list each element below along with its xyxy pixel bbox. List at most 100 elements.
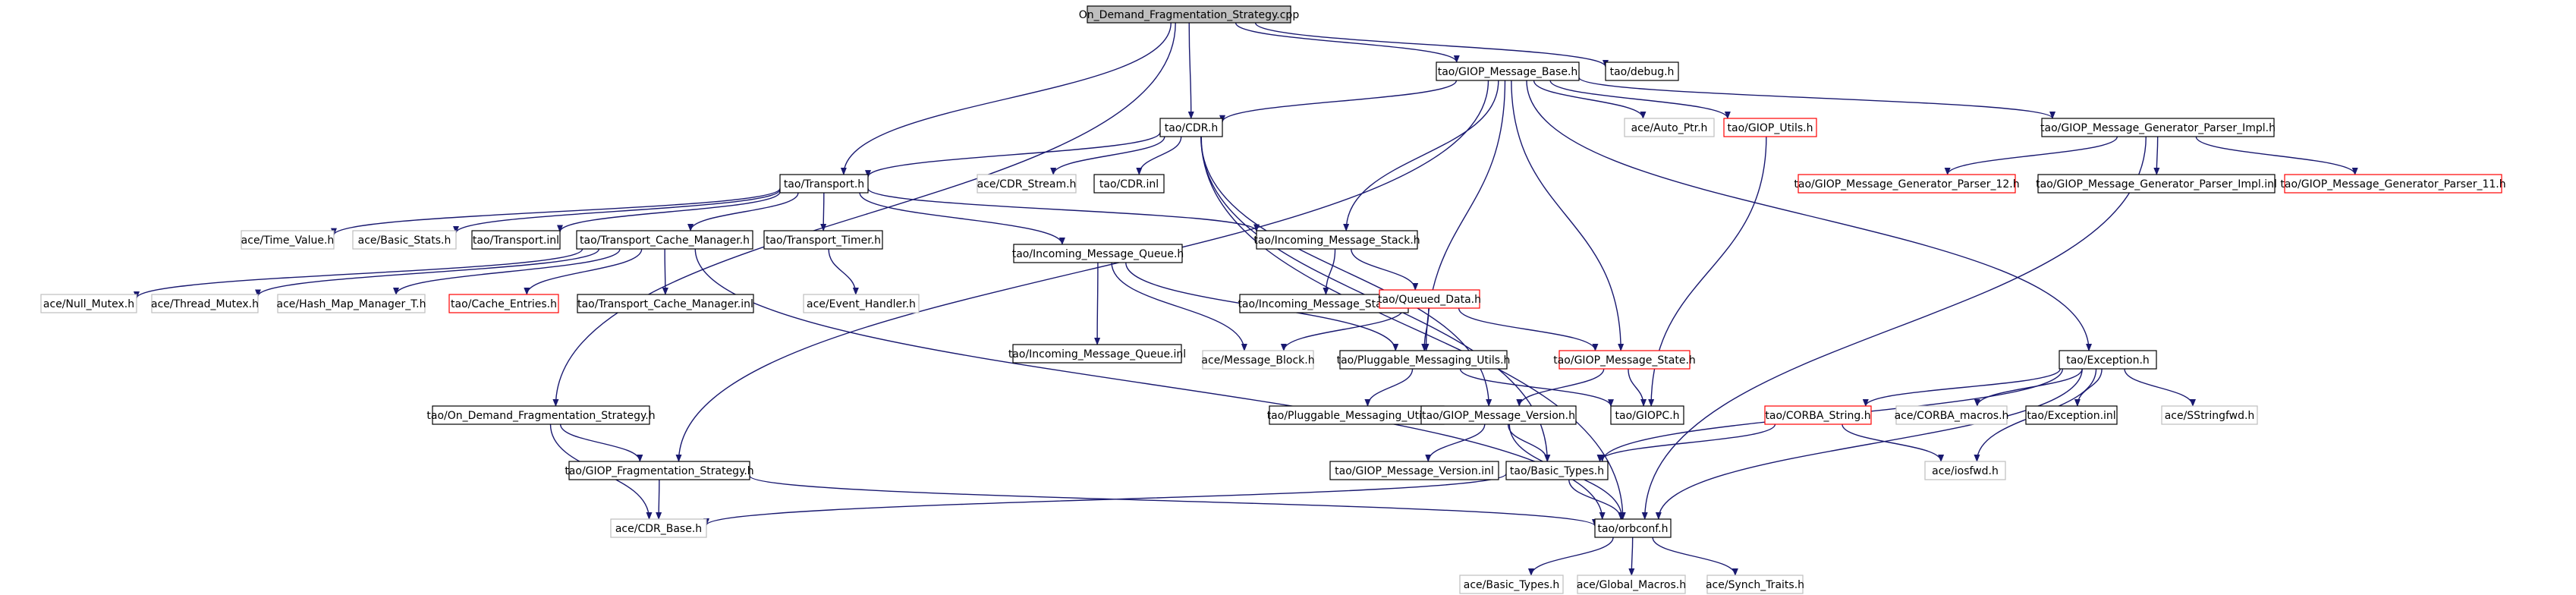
node-box-globalmacros [1577, 575, 1686, 594]
node-cdrbase[interactable]: ace/CDR_Base.h [610, 518, 707, 538]
node-gms[interactable]: tao/GIOP_Message_State.h [1553, 350, 1696, 370]
node-label-imqinl: tao/Incoming_Message_Queue.inl [1008, 348, 1186, 360]
edge-orbconf-to-synchtraits [1652, 537, 1738, 576]
node-gmgp11[interactable]: tao/GIOP_Message_Generator_Parser_11.h [2280, 174, 2506, 194]
node-imqinl[interactable]: tao/Incoming_Message_Queue.inl [1008, 344, 1186, 364]
node-ttimer[interactable]: tao/Transport_Timer.h [763, 230, 883, 250]
node-exception[interactable]: tao/Exception.h [2059, 350, 2157, 370]
node-ims[interactable]: tao/Incoming_Message_Stack.h [1253, 230, 1420, 250]
edge-exception-to-sstringfwd [2124, 368, 2196, 407]
node-label-transport: tao/Transport.h [784, 178, 864, 190]
node-synchtraits[interactable]: ace/Synch_Traits.h [1706, 575, 1804, 594]
node-label-nullmutex: ace/Null_Mutex.h [43, 298, 134, 310]
node-globalmacros[interactable]: ace/Global_Macros.h [1577, 575, 1686, 594]
node-label-cdrbase: ace/CDR_Base.h [615, 523, 702, 535]
edge-exception-to-excinl [2074, 368, 2103, 407]
node-box-debug [1605, 61, 1679, 81]
node-label-gutils: tao/GIOP_Utils.h [1728, 122, 1813, 134]
node-label-cdrinl: tao/CDR.inl [1099, 178, 1159, 190]
edge-transport-to-ttimer [820, 192, 827, 231]
node-label-gms: tao/GIOP_Message_State.h [1553, 354, 1696, 367]
node-tcminl[interactable]: tao/Transport_Cache_Manager.inl [577, 294, 754, 313]
node-odfs[interactable]: tao/On_Demand_Fragmentation_Strategy.h [426, 405, 656, 425]
node-box-gmgp11 [2284, 174, 2502, 194]
node-cdrinl[interactable]: tao/CDR.inl [1093, 174, 1165, 194]
node-excinl[interactable]: tao/Exception.inl [2025, 405, 2118, 425]
node-label-gmgp11: tao/GIOP_Message_Generator_Parser_11.h [2280, 178, 2505, 190]
edge-transport-to-ims [867, 187, 1260, 232]
node-basictypes[interactable]: tao/Basic_Types.h [1505, 461, 1609, 480]
edge-transport-to-imq [859, 192, 1065, 245]
node-box-ttimer [763, 230, 883, 250]
node-box-gmgp12 [1798, 174, 2016, 194]
node-label-threadmutex: ace/Thread_Mutex.h [151, 298, 259, 310]
node-corbastring[interactable]: tao/CORBA_String.h [1764, 405, 1872, 425]
edge-gmb-to-cdr [1219, 80, 1458, 123]
node-queued[interactable]: tao/Queued_Data.h [1378, 289, 1481, 309]
edge-gmv-to-gmvinl [1425, 423, 1486, 462]
node-threadmutex[interactable]: ace/Thread_Mutex.h [151, 294, 259, 313]
node-cdr[interactable]: tao/CDR.h [1159, 118, 1223, 137]
node-box-tcm [576, 230, 753, 250]
node-gmgpiinl[interactable]: tao/GIOP_Message_Generator_Parser_Impl.i… [2036, 174, 2277, 194]
node-corbamacros[interactable]: ace/CORBA_macros.h [1895, 405, 2009, 425]
node-box-excinl [2025, 405, 2118, 425]
node-box-imq [1013, 244, 1183, 263]
edge-root-to-debug [1254, 22, 1609, 68]
node-label-basicstats: ace/Basic_Stats.h [358, 235, 451, 247]
node-acebasictypes[interactable]: ace/Basic_Types.h [1459, 575, 1564, 594]
edge-transport-to-tcm [687, 192, 799, 231]
node-transport[interactable]: tao/Transport.h [779, 174, 869, 194]
node-box-exception [2059, 350, 2157, 370]
node-gmvinl[interactable]: tao/GIOP_Message_Version.inl [1329, 461, 1499, 480]
node-eventhandler[interactable]: ace/Event_Handler.h [803, 294, 920, 313]
node-gmb[interactable]: tao/GIOP_Message_Base.h [1436, 61, 1580, 81]
node-msgblock[interactable]: ace/Message_Block.h [1201, 350, 1315, 370]
edge-queued-to-gms [1458, 307, 1599, 351]
node-cacheentries[interactable]: tao/Cache_Entries.h [448, 294, 559, 313]
node-iosfwd[interactable]: ace/iosfwd.h [1924, 461, 2006, 480]
node-giopc[interactable]: tao/GIOPC.h [1610, 405, 1684, 425]
node-timevalue[interactable]: ace/Time_Value.h [241, 230, 335, 250]
edge-root-to-odfs [552, 22, 1176, 407]
node-autoptr[interactable]: ace/Auto_Ptr.h [1624, 118, 1715, 137]
edge-gfs-to-orbconf [749, 475, 1598, 527]
node-label-tcminl: tao/Transport_Cache_Manager.inl [577, 298, 753, 310]
edge-odfs-to-gfs [559, 423, 643, 462]
edge-exception-to-orbconf [1655, 368, 2083, 520]
edge-gmb-to-pmu [1423, 80, 1506, 351]
node-sstringfwd[interactable]: ace/SStringfwd.h [2161, 405, 2258, 425]
node-gmgp12[interactable]: tao/GIOP_Message_Generator_Parser_12.h [1794, 174, 2020, 194]
node-root[interactable]: On_Demand_Fragmentation_Strategy.cpp [1079, 5, 1300, 24]
node-gfs[interactable]: tao/GIOP_Fragmentation_Strategy.h [565, 461, 754, 480]
node-gmgpi[interactable]: tao/GIOP_Message_Generator_Parser_Impl.h [2040, 118, 2276, 137]
edge-orbconf-to-globalmacros [1628, 537, 1635, 576]
edge-cdr-to-orbconf [1200, 136, 1626, 520]
node-cdrstream[interactable]: ace/CDR_Stream.h [977, 174, 1077, 194]
node-basicstats[interactable]: ace/Basic_Stats.h [352, 230, 457, 250]
node-box-nullmutex [40, 294, 137, 313]
node-label-gmb: tao/GIOP_Message_Base.h [1438, 66, 1578, 78]
node-box-cacheentries [448, 294, 559, 313]
edge-ims-to-queued [1351, 248, 1419, 291]
node-debug[interactable]: tao/debug.h [1605, 61, 1679, 81]
edge-gmb-to-gutils [1549, 80, 1731, 119]
edge-pmu-to-pmuinl [1364, 368, 1414, 407]
node-transinl[interactable]: tao/Transport.inl [471, 230, 561, 250]
node-tcm[interactable]: tao/Transport_Cache_Manager.h [576, 230, 753, 250]
node-hashmap[interactable]: ace/Hash_Map_Manager_T.h [276, 294, 426, 313]
node-label-cdr: tao/CDR.h [1165, 122, 1218, 134]
node-imq[interactable]: tao/Incoming_Message_Queue.h [1012, 244, 1184, 263]
node-label-imsinl: tao/Incoming_Message_Stack.inl [1238, 298, 1410, 310]
node-box-cdr [1159, 118, 1223, 137]
node-pmuinl[interactable]: tao/Pluggable_Messaging_Utils.inl [1267, 405, 1447, 425]
node-nullmutex[interactable]: ace/Null_Mutex.h [40, 294, 137, 313]
node-pmu[interactable]: tao/Pluggable_Messaging_Utils.h [1337, 350, 1511, 370]
edge-gmb-to-gmgpi [1578, 77, 2055, 119]
node-gutils[interactable]: tao/GIOP_Utils.h [1723, 118, 1817, 137]
node-orbconf[interactable]: tao/orbconf.h [1594, 518, 1672, 538]
edge-basictypes-to-cdrbase [703, 473, 1507, 526]
node-gmv[interactable]: tao/GIOP_Message_Version.h [1420, 405, 1577, 425]
node-label-tcm: tao/Transport_Cache_Manager.h [580, 235, 750, 247]
